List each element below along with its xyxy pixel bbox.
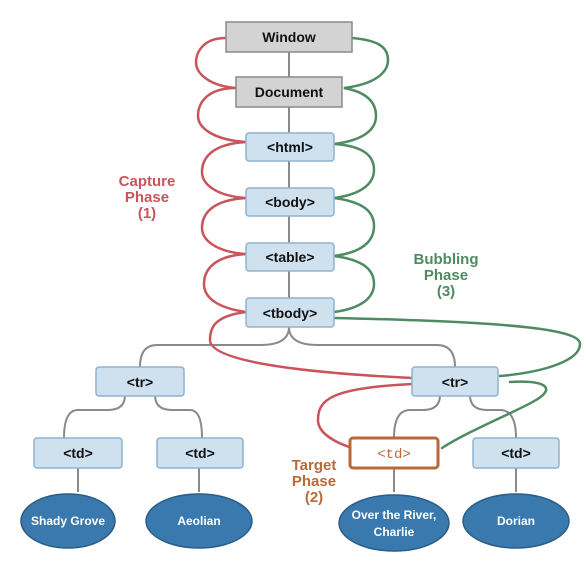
tbody-label: <tbody> bbox=[263, 305, 317, 321]
leaf-3-label-line2: Charlie bbox=[374, 525, 415, 539]
svg-text:(3): (3) bbox=[437, 283, 455, 300]
edge-trright-td4 bbox=[469, 394, 517, 439]
edge-tbody-tr-right bbox=[288, 326, 456, 368]
leaf-dorian: Dorian bbox=[462, 493, 570, 549]
td-target-node: <td> bbox=[348, 436, 440, 470]
target-phase-curve-capture bbox=[316, 382, 414, 450]
svg-text:Bubbling: Bubbling bbox=[414, 251, 479, 268]
leaf-1-label: Shady Grove bbox=[31, 514, 105, 528]
body-label: <body> bbox=[265, 194, 315, 210]
edge-trleft-td2 bbox=[154, 394, 203, 439]
leaf-aeolian: Aeolian bbox=[145, 493, 253, 549]
document-label: Document bbox=[255, 84, 324, 100]
leaf-over-the-river: Over the River, Charlie bbox=[338, 494, 450, 552]
td-1-node: <td> bbox=[33, 437, 123, 469]
capture-phase-label: Capture Phase (1) bbox=[119, 173, 176, 222]
html-node: <html> bbox=[245, 132, 335, 162]
bubbling-phase-curve bbox=[332, 36, 582, 450]
svg-text:Capture: Capture bbox=[119, 173, 176, 190]
leaf-4-label: Dorian bbox=[497, 514, 535, 528]
table-label: <table> bbox=[265, 249, 314, 265]
svg-text:Phase: Phase bbox=[125, 189, 169, 206]
edge-trright-tdtarget bbox=[393, 394, 441, 439]
svg-text:Phase: Phase bbox=[424, 267, 468, 284]
tr-right-node: <tr> bbox=[411, 366, 499, 397]
td-1-label: <td> bbox=[63, 445, 93, 461]
body-node: <body> bbox=[245, 187, 335, 217]
leaf-2-label: Aeolian bbox=[177, 514, 220, 528]
td-2-label: <td> bbox=[185, 445, 215, 461]
html-label: <html> bbox=[267, 139, 313, 155]
edge-tbody-tr-left bbox=[139, 326, 290, 368]
td-4-node: <td> bbox=[472, 437, 560, 469]
leaf-3-label-line1: Over the River, bbox=[352, 508, 437, 522]
document-node: Document bbox=[235, 76, 343, 108]
svg-text:Target: Target bbox=[292, 457, 337, 474]
capture-phase-curve bbox=[194, 36, 414, 380]
tree-edges bbox=[63, 52, 517, 492]
bubbling-phase-label: Bubbling Phase (3) bbox=[414, 251, 479, 300]
tbody-node: <tbody> bbox=[245, 297, 335, 328]
svg-text:(1): (1) bbox=[138, 205, 156, 222]
svg-text:(2): (2) bbox=[305, 489, 323, 506]
window-label: Window bbox=[262, 29, 316, 45]
td-2-node: <td> bbox=[156, 437, 244, 469]
window-node: Window bbox=[225, 21, 353, 53]
tr-right-label: <tr> bbox=[442, 374, 468, 390]
td-target-label: <td> bbox=[377, 447, 411, 463]
tr-left-label: <tr> bbox=[127, 374, 153, 390]
leaf-shady-grove: Shady Grove bbox=[20, 493, 116, 549]
svg-text:Phase: Phase bbox=[292, 473, 336, 490]
target-phase-label: Target Phase (2) bbox=[292, 457, 337, 506]
td-4-label: <td> bbox=[501, 445, 531, 461]
table-node: <table> bbox=[245, 242, 335, 272]
edge-trleft-td1 bbox=[63, 394, 126, 439]
tr-left-node: <tr> bbox=[95, 366, 185, 397]
